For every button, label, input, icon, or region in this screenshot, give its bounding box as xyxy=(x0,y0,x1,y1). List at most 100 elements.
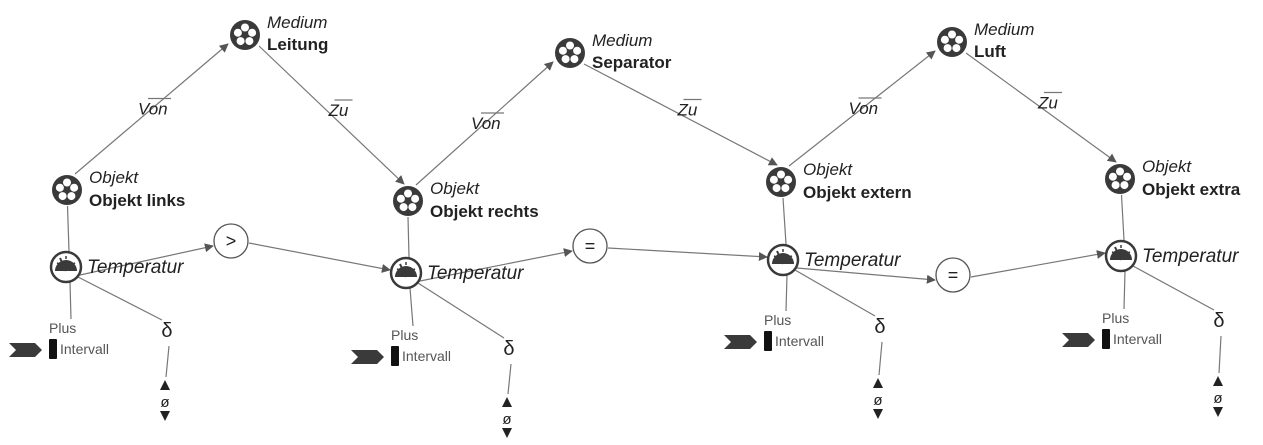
edge-label-zu-3: Zu xyxy=(1037,94,1058,113)
comparator-node-1[interactable] xyxy=(213,223,249,259)
comparator-symbol-1: > xyxy=(226,231,237,251)
edge-label-von-1: Von xyxy=(138,100,168,119)
interval-label-3: Intervall xyxy=(775,333,824,349)
edge-delta-updown-2 xyxy=(507,363,512,395)
interval-bar-icon-4 xyxy=(1102,329,1110,349)
edge-delta-updown-4 xyxy=(1218,335,1222,374)
interval-bar-icon-2 xyxy=(391,346,399,366)
comparator-symbol-3: = xyxy=(948,265,959,285)
edge-sensor-plus-1 xyxy=(69,281,72,320)
object-type-label-4: Objekt xyxy=(1142,157,1192,176)
temperature-label-2: Temperatur xyxy=(427,263,524,284)
up-triangle-icon-1[interactable] xyxy=(160,380,170,390)
edge-layer xyxy=(66,43,1222,395)
edge-sensor-delta-2 xyxy=(417,282,505,339)
interval-label-2: Intervall xyxy=(402,348,451,364)
temperature-label-3: Temperatur xyxy=(804,250,901,271)
edge-zu-2 xyxy=(583,63,778,166)
diameter-label-1: ø xyxy=(160,394,169,411)
edge-compare-sensor-1 xyxy=(248,242,391,273)
delta-label-3: δ xyxy=(874,316,885,338)
edge-delta-updown-3 xyxy=(878,341,883,376)
down-triangle-icon-1[interactable] xyxy=(160,411,170,421)
delta-label-1: δ xyxy=(161,320,172,342)
plus-label-1: Plus xyxy=(49,320,76,336)
object-node-icon-2[interactable] xyxy=(393,186,423,216)
edge-sensor-compare-2 xyxy=(419,248,573,282)
object-node-icon-1[interactable] xyxy=(52,175,82,205)
plus-label-2: Plus xyxy=(391,327,418,343)
object-name-4: Objekt extra xyxy=(1142,180,1241,199)
edge-compare-sensor-2 xyxy=(607,247,768,262)
up-triangle-icon-2[interactable] xyxy=(502,397,512,407)
edge-sensor-plus-2 xyxy=(409,287,414,327)
medium-name-3: Luft xyxy=(974,42,1006,61)
edge-object-sensor-4 xyxy=(1120,194,1125,241)
edge-sensor-compare-1 xyxy=(79,243,214,276)
delta-label-2: δ xyxy=(503,338,514,360)
plus-arrow-icon-2 xyxy=(351,350,384,364)
down-triangle-icon-2[interactable] xyxy=(502,428,512,438)
edge-sensor-compare-3 xyxy=(796,267,936,284)
plus-label-3: Plus xyxy=(764,312,791,328)
edge-sensor-delta-1 xyxy=(77,276,163,321)
edge-label-zu-1: Zu xyxy=(328,101,349,120)
diameter-label-3: ø xyxy=(873,392,882,409)
gauge-icon-1[interactable] xyxy=(49,250,83,284)
gauge-icon-2[interactable] xyxy=(389,256,423,290)
edge-sensor-plus-4 xyxy=(1123,270,1126,310)
medium-type-label-1: Medium xyxy=(267,13,327,32)
plus-arrow-icon-4 xyxy=(1062,333,1095,347)
edge-object-sensor-3 xyxy=(782,197,787,245)
temperature-label-4: Temperatur xyxy=(1142,246,1239,267)
edge-label-von-3: Von xyxy=(849,99,879,118)
medium-name-2: Separator xyxy=(592,53,672,72)
up-triangle-icon-3[interactable] xyxy=(873,378,883,388)
edge-label-von-2: Von xyxy=(471,114,501,133)
comparator-node-3[interactable] xyxy=(935,257,971,293)
interval-label-4: Intervall xyxy=(1113,331,1162,347)
edge-label-zu-2: Zu xyxy=(677,101,698,120)
object-name-2: Objekt rechts xyxy=(430,202,539,221)
gauge-icon-3[interactable] xyxy=(766,243,800,277)
edge-von-1 xyxy=(74,43,229,175)
object-type-label-2: Objekt xyxy=(430,179,480,198)
gauge-icon-4[interactable] xyxy=(1104,239,1138,273)
interval-bar-icon-3 xyxy=(764,331,772,351)
object-node-icon-3[interactable] xyxy=(766,167,796,197)
edge-von-3 xyxy=(788,50,936,167)
plus-arrow-icon-1 xyxy=(9,343,42,357)
object-node-icon-4[interactable] xyxy=(1105,164,1135,194)
delta-label-4: δ xyxy=(1213,310,1224,332)
comparator-symbol-2: = xyxy=(585,236,596,256)
object-name-3: Objekt extern xyxy=(803,183,912,202)
medium-type-label-2: Medium xyxy=(592,31,652,50)
medium-node-icon-3[interactable] xyxy=(937,27,967,57)
edge-sensor-plus-3 xyxy=(785,274,788,312)
object-type-label-1: Objekt xyxy=(89,168,139,187)
comparator-node-2[interactable] xyxy=(572,228,608,264)
edge-object-sensor-1 xyxy=(66,205,70,252)
up-triangle-icon-4[interactable] xyxy=(1213,376,1223,386)
edge-zu-3 xyxy=(965,52,1117,163)
edge-zu-1 xyxy=(258,45,405,185)
edge-sensor-delta-4 xyxy=(1132,265,1215,311)
down-triangle-icon-3[interactable] xyxy=(873,409,883,419)
edge-delta-updown-1 xyxy=(165,345,170,378)
object-type-label-3: Objekt xyxy=(803,160,853,179)
medium-type-label-3: Medium xyxy=(974,20,1034,39)
object-name-1: Objekt links xyxy=(89,191,185,210)
down-triangle-icon-4[interactable] xyxy=(1213,407,1223,417)
medium-node-icon-2[interactable] xyxy=(555,38,585,68)
plus-label-4: Plus xyxy=(1102,310,1129,326)
edge-von-2 xyxy=(415,61,554,186)
diameter-label-2: ø xyxy=(502,411,511,428)
plus-arrow-icon-3 xyxy=(724,335,757,349)
medium-node-icon-1[interactable] xyxy=(230,20,260,50)
diameter-label-4: ø xyxy=(1213,390,1222,407)
edge-object-sensor-2 xyxy=(407,216,410,258)
edge-compare-sensor-3 xyxy=(970,249,1106,278)
